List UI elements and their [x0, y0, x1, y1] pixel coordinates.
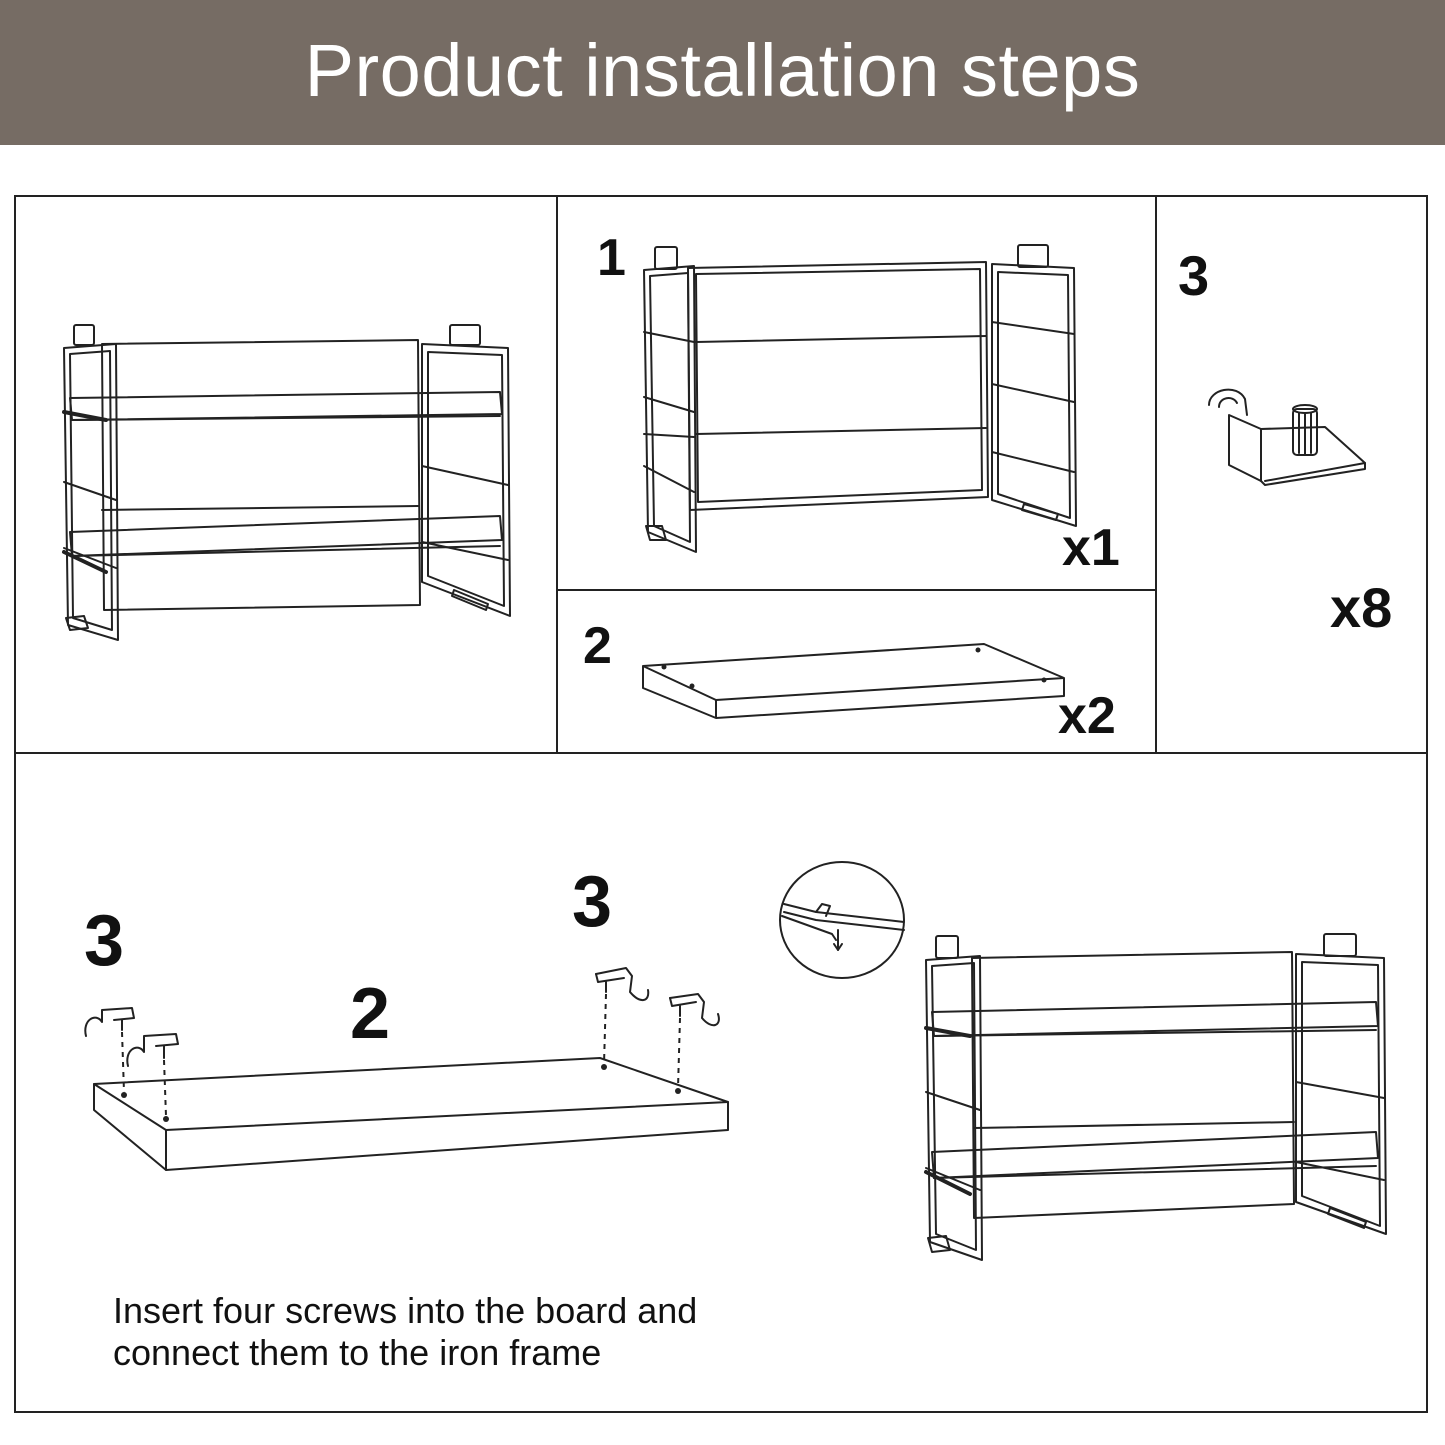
- assembly-right-hook-label: 3: [572, 862, 613, 942]
- hook-bracket-illustration: [1205, 385, 1370, 485]
- divider-vertical-left: [556, 195, 558, 753]
- board-with-hooks-illustration: [80, 960, 740, 1175]
- page-header: Product installation steps: [0, 0, 1445, 145]
- iron-frame-illustration: [640, 242, 1080, 554]
- rod-detail-zoom-illustration: [776, 858, 908, 982]
- assembly-instruction-line-2: connect them to the iron frame: [113, 1332, 602, 1373]
- wooden-board-illustration: [640, 640, 1070, 722]
- assembly-instruction: Insert four screws into the board and co…: [113, 1290, 873, 1374]
- part-2-number: 2: [583, 617, 612, 675]
- part-3-number: 3: [1178, 244, 1210, 307]
- divider-horizontal-middle: [557, 589, 1156, 591]
- divider-vertical-right: [1155, 195, 1157, 753]
- part-2-quantity: x2: [1058, 687, 1116, 745]
- diagram-frame: [14, 195, 1428, 1413]
- part-3-quantity: x8: [1330, 576, 1393, 639]
- finished-shelf-illustration: [922, 932, 1390, 1264]
- part-1-number: 1: [597, 229, 626, 287]
- assembly-board-label: 2: [350, 974, 391, 1054]
- divider-horizontal-main: [14, 752, 1428, 754]
- page-title: Product installation steps: [304, 29, 1141, 112]
- assembly-left-hook-label: 3: [84, 901, 125, 981]
- part-1-quantity: x1: [1062, 519, 1120, 577]
- assembled-shelf-illustration: [58, 320, 518, 650]
- assembly-instruction-line-1: Insert four screws into the board and: [113, 1290, 698, 1331]
